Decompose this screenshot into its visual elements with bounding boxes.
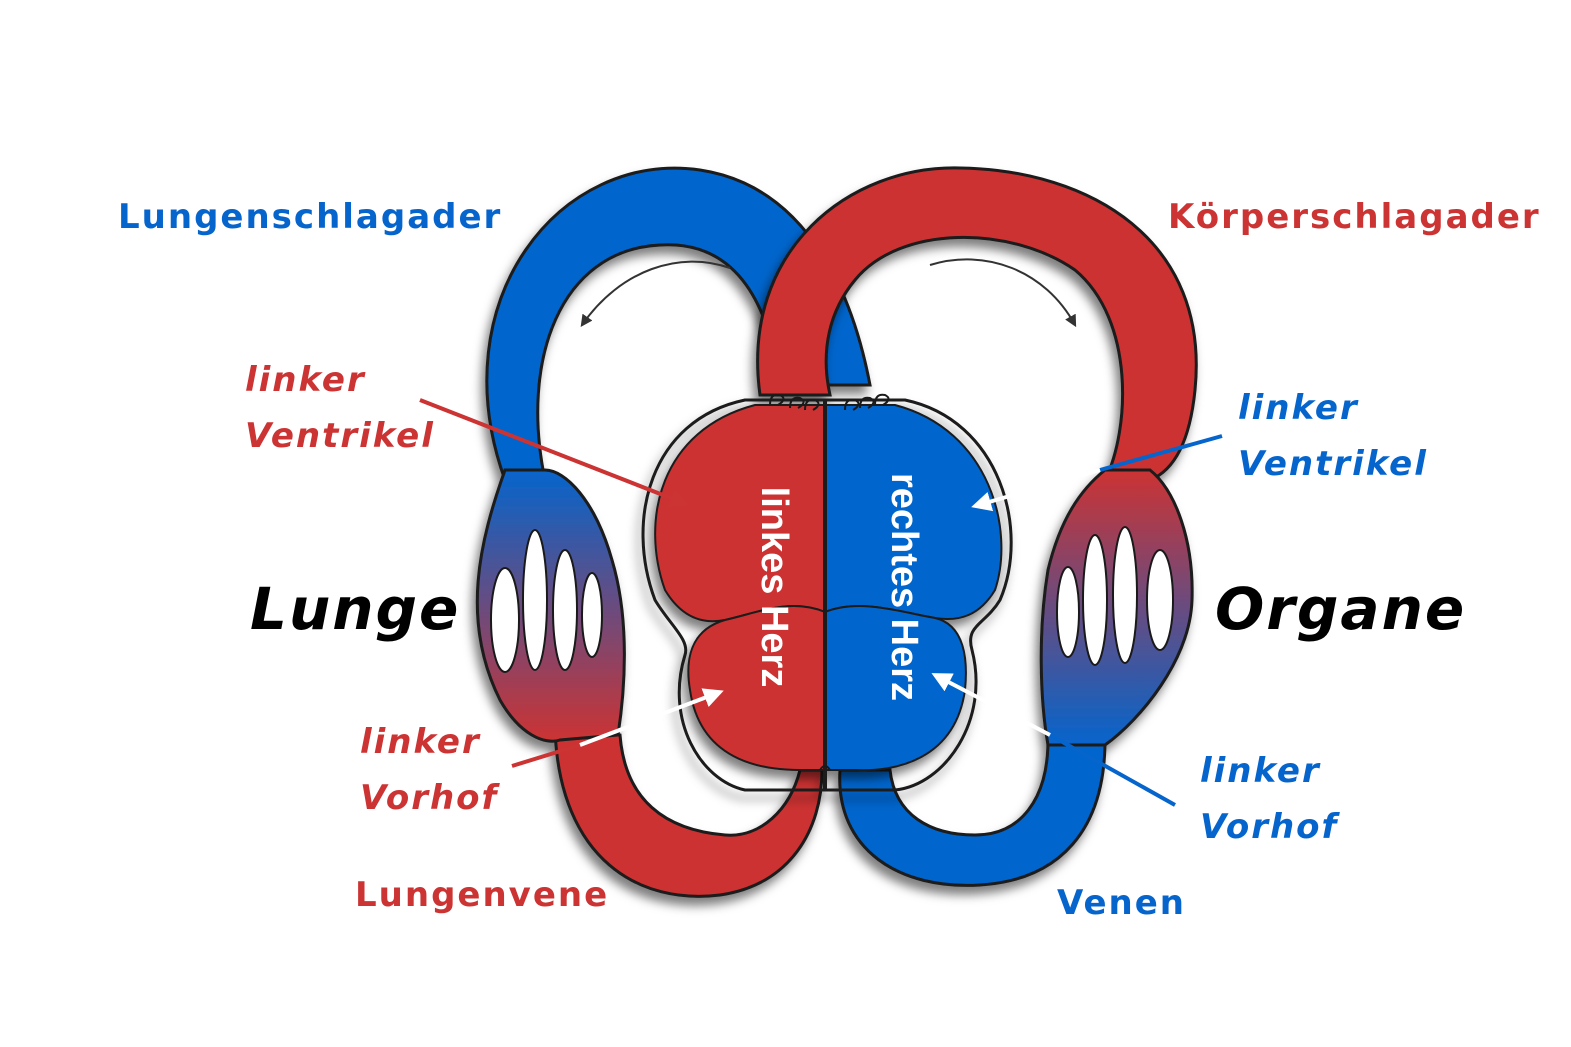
label-lungenvene: Lungenvene xyxy=(355,875,610,915)
label-lunge: Lunge xyxy=(250,575,461,643)
label-koerperschlagader: Körperschlagader xyxy=(1168,197,1541,237)
label-right-ventricle: linker Ventrikel xyxy=(1238,380,1428,492)
flow-arrow-pulmonary xyxy=(580,260,731,327)
left-ventricle xyxy=(654,404,826,623)
pericardium-right xyxy=(825,398,1013,792)
pointer-left-ventricle xyxy=(419,398,690,508)
left-atrium xyxy=(687,605,826,771)
valves xyxy=(769,393,890,771)
label-right-ventricle-line1: linker xyxy=(1238,388,1359,428)
heart xyxy=(641,398,1013,792)
label-left-ventricle-line1: linker xyxy=(245,360,366,400)
lung-capillaries xyxy=(490,529,603,673)
pointer-right-ventricle-white xyxy=(971,468,1101,512)
pulmonary-loop xyxy=(475,166,872,898)
pointer-right-atrium-white xyxy=(931,673,1051,737)
label-left-atrium-line1: linker xyxy=(360,722,481,762)
label-right-heart: rechtes Herz xyxy=(883,473,925,701)
label-left-atrium: linker Vorhof xyxy=(360,714,498,826)
lung-capillary-bed xyxy=(475,468,626,743)
pericardium-left xyxy=(641,398,825,792)
right-atrium xyxy=(824,605,967,772)
flow-arrow-systemic xyxy=(929,258,1077,328)
label-left-ventricle: linker Ventrikel xyxy=(245,352,435,464)
organ-capillaries xyxy=(1056,526,1174,666)
label-right-atrium: linker Vorhof xyxy=(1200,743,1338,855)
pointer-right-ventricle-blue xyxy=(1099,434,1223,472)
label-right-atrium-line2: Vorhof xyxy=(1200,807,1339,847)
label-right-ventricle-line2: Ventrikel xyxy=(1238,444,1428,484)
label-left-atrium-line2: Vorhof xyxy=(360,778,499,818)
pulmonary-artery xyxy=(485,166,872,482)
label-right-atrium-line1: linker xyxy=(1200,751,1321,791)
pointer-left-atrium-red xyxy=(511,743,581,768)
label-venen: Venen xyxy=(1057,883,1186,923)
label-organe: Organe xyxy=(1215,575,1467,643)
label-left-heart: linkes Herz xyxy=(753,487,795,688)
label-lungenschlagader: Lungenschlagader xyxy=(118,197,503,237)
aorta xyxy=(756,166,1198,482)
pointer-left-atrium-white xyxy=(579,688,724,747)
pointer-right-atrium-blue xyxy=(1049,733,1176,807)
label-left-ventricle-line2: Ventrikel xyxy=(245,416,435,456)
